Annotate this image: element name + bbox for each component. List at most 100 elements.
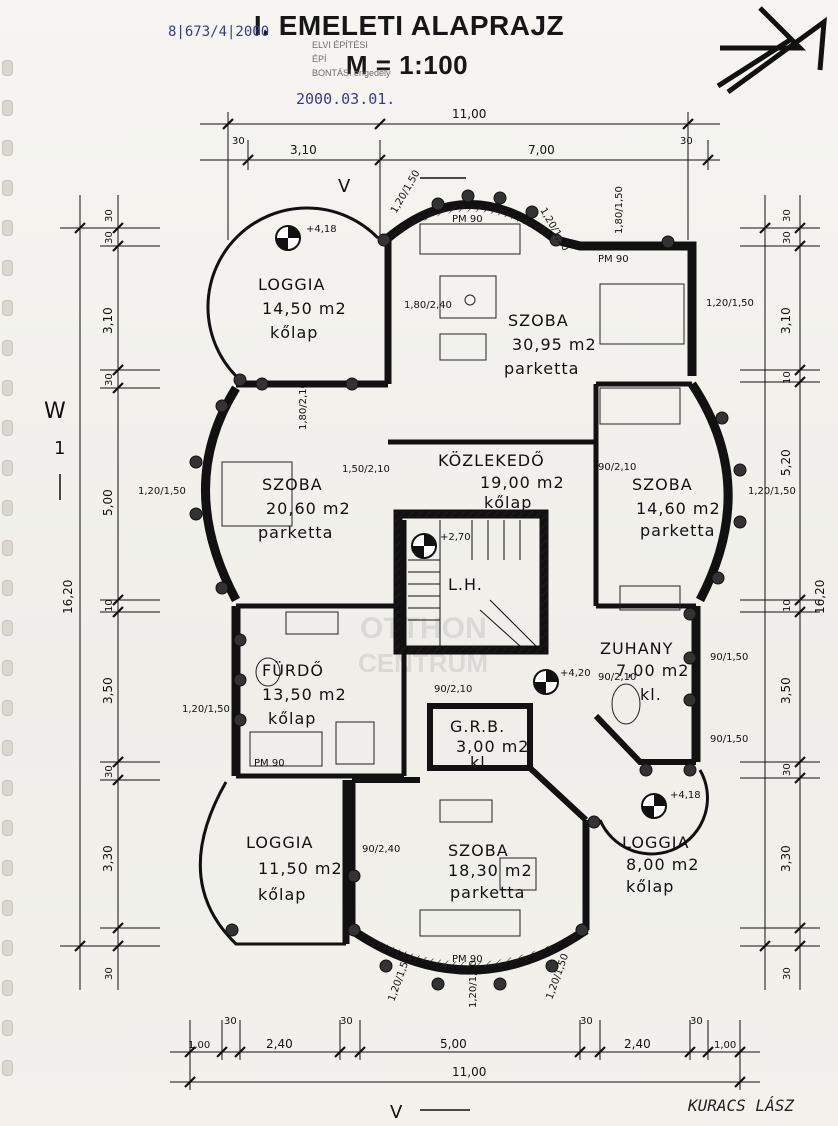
binder-hole xyxy=(2,1020,13,1036)
room-name: ZUHANY xyxy=(600,639,673,658)
room-floor: parketta xyxy=(450,883,525,902)
dimension-label: 16,20 xyxy=(61,580,75,614)
dimension-label: 5,00 xyxy=(440,1037,467,1051)
opening-label: PM 90 xyxy=(452,954,483,965)
opening-label: 90/2,10 xyxy=(598,462,636,473)
opening-label: 1,20/1,50 xyxy=(468,960,479,1008)
dimension-lines xyxy=(60,112,820,1090)
room-floor: parketta xyxy=(258,523,333,542)
opening-label: 90/2,10 xyxy=(434,684,472,695)
room-floor: parketta xyxy=(504,359,579,378)
dimension-ticks xyxy=(74,118,806,1088)
section-mark: V xyxy=(338,176,351,197)
permit-date: 2000.03.01. xyxy=(296,90,396,108)
level-label: +4,18 xyxy=(306,224,337,235)
dimension-label: 3,10 xyxy=(290,143,317,157)
dimension-label: 3,10 xyxy=(779,307,793,334)
dimension-label: 11,00 xyxy=(452,107,486,121)
dimension-label: 2,40 xyxy=(624,1037,651,1051)
permit-stamp-line: BONTÁSI engedély xyxy=(312,68,391,78)
binder-hole xyxy=(2,140,13,156)
dimension-label: 2,40 xyxy=(266,1037,293,1051)
dimension-label: 1,00 xyxy=(188,1040,210,1051)
room-name: SZOBA xyxy=(448,841,509,860)
binder-hole xyxy=(2,620,13,636)
dimension-label: 30 xyxy=(232,136,245,147)
dimension-label: 30 xyxy=(104,373,115,386)
staircase xyxy=(408,520,537,647)
opening-label: 1,20/1,50 xyxy=(389,169,422,216)
room-name: G.R.B. xyxy=(450,717,505,736)
section-mark: W xyxy=(44,399,66,424)
binder-hole xyxy=(2,900,13,916)
exterior-walls xyxy=(198,200,733,975)
dimension-label: 5,20 xyxy=(779,449,793,476)
room-floor: kőlap xyxy=(626,877,674,896)
dimension-label: 16,20 xyxy=(813,580,827,614)
room-area: 19,00 m2 xyxy=(480,473,565,492)
binder-hole xyxy=(2,260,13,276)
dimension-label: 3,10 xyxy=(101,307,115,334)
dimension-label: 30 xyxy=(104,209,115,222)
dimension-label: 30 xyxy=(104,967,115,980)
level-label: +2,70 xyxy=(440,532,471,543)
dimension-label: 10 xyxy=(782,599,793,612)
dimension-label: 3,50 xyxy=(101,677,115,704)
binder-hole xyxy=(2,1060,13,1076)
opening-label: 1,20/1,50 xyxy=(182,704,230,715)
opening-label: 1,20/1,50 xyxy=(138,486,186,497)
columns xyxy=(189,189,747,991)
room-name: LOGGIA xyxy=(258,275,325,294)
opening-label: 1,20/1,50 xyxy=(706,298,754,309)
section-mark: 1 xyxy=(54,438,65,459)
furniture xyxy=(221,223,685,937)
opening-label: 1,80/2,10 xyxy=(298,382,309,430)
binder-hole xyxy=(2,460,13,476)
section-mark: V xyxy=(390,1102,403,1123)
room-name: SZOBA xyxy=(262,475,323,494)
binder-hole xyxy=(2,700,13,716)
section-line xyxy=(59,177,470,1111)
room-name: LOGGIA xyxy=(246,833,313,852)
binder-hole xyxy=(2,340,13,356)
binder-hole xyxy=(2,660,13,676)
dimension-label: 30 xyxy=(680,136,693,147)
opening-label: 1,80/1,50 xyxy=(614,186,625,234)
room-area: 13,50 m2 xyxy=(262,685,347,704)
binder-hole xyxy=(2,980,13,996)
opening-label: PM 90 xyxy=(598,254,629,265)
binder-hole xyxy=(2,220,13,236)
dimension-label: 30 xyxy=(224,1016,237,1027)
dimension-label: 5,00 xyxy=(101,489,115,516)
binder-hole xyxy=(2,420,13,436)
room-name: L.H. xyxy=(448,575,483,594)
room-area: 14,60 m2 xyxy=(636,499,721,518)
dimension-label: 30 xyxy=(782,209,793,222)
opening-label: 90/2,10 xyxy=(598,672,636,683)
binder-hole xyxy=(2,500,13,516)
room-area: 7,00 m2 xyxy=(616,661,689,680)
binder-hole xyxy=(2,820,13,836)
opening-label: 1,20/1,50 xyxy=(748,486,796,497)
room-floor: parketta xyxy=(640,521,715,540)
room-floor: kőlap xyxy=(258,885,306,904)
binder-hole xyxy=(2,380,13,396)
binder-hole xyxy=(2,580,13,596)
dimension-label: 11,00 xyxy=(452,1065,486,1079)
opening-label: 1,20/1,50 xyxy=(544,952,571,1001)
room-area: 20,60 m2 xyxy=(266,499,351,518)
watermark-text: OTTHON xyxy=(360,612,487,645)
binder-hole xyxy=(2,300,13,316)
room-name: SZOBA xyxy=(632,475,693,494)
room-name: LOGGIA xyxy=(622,833,689,852)
interior-walls xyxy=(236,381,696,823)
opening-label: 1,80/2,40 xyxy=(404,300,452,311)
room-floor: kl. xyxy=(640,685,662,704)
room-floor: kőlap xyxy=(270,323,318,342)
room-area: 14,50 m2 xyxy=(262,299,347,318)
dimension-label: 7,00 xyxy=(528,143,555,157)
room-name: SZOBA xyxy=(508,311,569,330)
binder-hole xyxy=(2,860,13,876)
